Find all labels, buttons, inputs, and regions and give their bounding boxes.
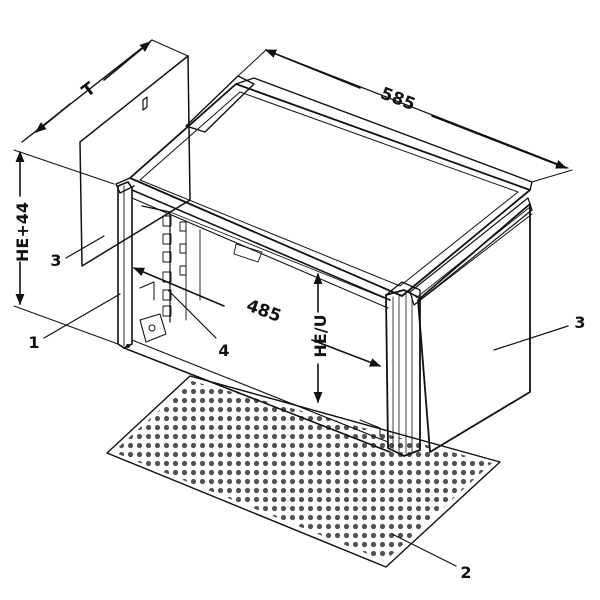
callout-right-panel: 3 xyxy=(493,313,586,351)
perforated-panel xyxy=(106,375,501,568)
callout-guide-rail-label: 4 xyxy=(218,341,229,360)
callout-left-panel-label: 3 xyxy=(50,251,61,270)
callout-right-panel-label: 3 xyxy=(574,313,585,332)
enclosure-body xyxy=(115,75,533,457)
card-guide xyxy=(162,215,187,317)
dimension-width-label: 585 xyxy=(378,84,418,115)
dimension-outer-height-label: HE+44 xyxy=(13,202,32,262)
dimension-inner-height: HE/U xyxy=(311,272,330,404)
mounting-bracket xyxy=(139,281,167,343)
dimension-width: 585 xyxy=(237,49,573,183)
callout-left-panel: 3 xyxy=(50,235,105,270)
callout-frame: 1 xyxy=(28,293,121,352)
callout-frame-label: 1 xyxy=(28,333,39,352)
dimension-outer-height: HE+44 xyxy=(13,149,119,345)
dimension-depth-label: T xyxy=(78,78,100,101)
callout-perforated-panel-label: 2 xyxy=(460,563,471,582)
dimension-inner-width-label: 485 xyxy=(244,296,284,327)
left-side-panel xyxy=(79,55,191,267)
dimension-inner-width: 485 xyxy=(132,267,382,367)
dimension-depth: T xyxy=(21,39,189,143)
callout-perforated-panel: 2 xyxy=(391,533,472,582)
dimension-inner-height-label: HE/U xyxy=(311,314,330,357)
callout-guide-rail: 4 xyxy=(167,289,230,360)
